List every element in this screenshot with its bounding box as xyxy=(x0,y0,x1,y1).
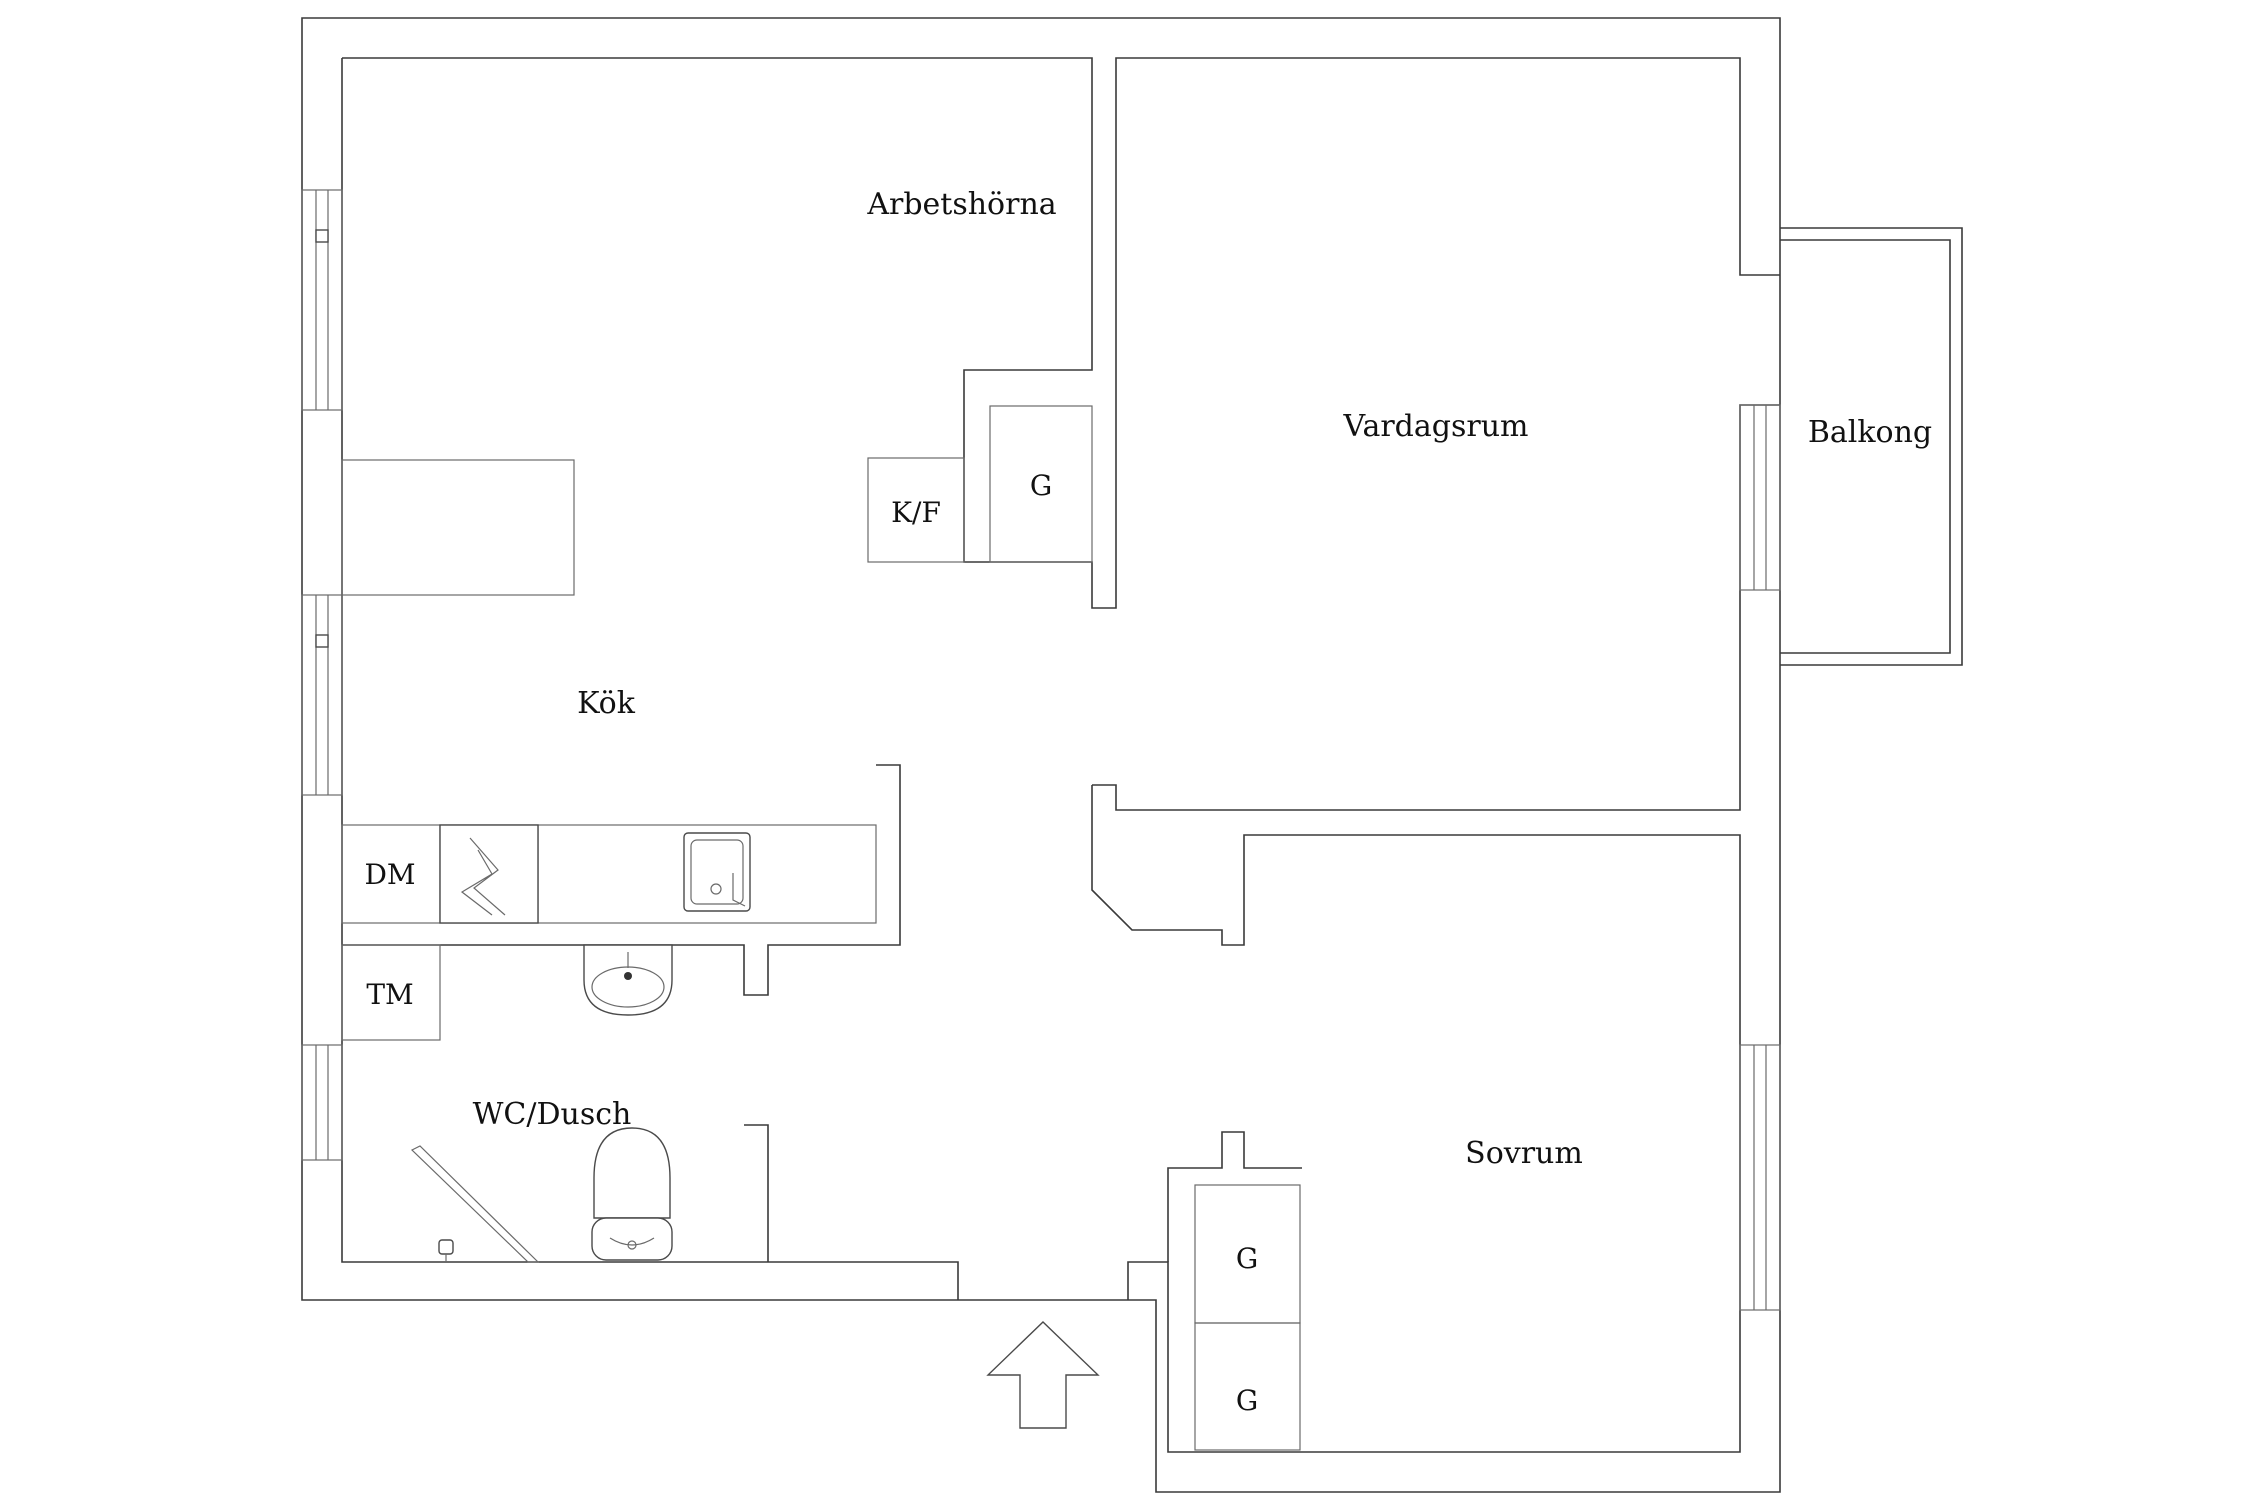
washing-machine-box xyxy=(341,944,441,1041)
desk-block xyxy=(341,459,575,596)
fixture-label-g-bed-upper: G xyxy=(1236,1242,1258,1275)
stove-icon xyxy=(439,824,539,924)
room-label-sovrum: Sovrum xyxy=(1465,1136,1583,1171)
kitchen-counter xyxy=(341,824,877,924)
interior-walls xyxy=(342,764,1302,1262)
room-label-arbetshorna: Arbetshörna xyxy=(866,187,1056,222)
kitchen-cabinets xyxy=(867,405,1093,563)
shower-drain-icon xyxy=(410,1145,540,1263)
fixture-label-tm: TM xyxy=(366,978,413,1011)
outer-walls xyxy=(301,17,1781,1493)
windows-right xyxy=(1739,404,1781,1311)
fixture-label-g-bed-lower: G xyxy=(1236,1384,1258,1417)
windows-left xyxy=(301,189,343,1161)
entrance-arrow-icon xyxy=(986,1321,1100,1429)
room-label-wc-dusch: WC/Dusch xyxy=(473,1097,632,1132)
fixture-label-g-kitchen: G xyxy=(1030,469,1052,502)
kitchen-sink-icon xyxy=(683,832,751,912)
bedroom-wardrobes xyxy=(1194,1184,1301,1451)
room-label-balkong: Balkong xyxy=(1808,415,1932,450)
washbasin-icon xyxy=(583,944,673,1016)
room-label-kok: Kök xyxy=(577,686,636,721)
toilet-icon xyxy=(591,1127,673,1261)
balcony-outline xyxy=(1780,227,1963,666)
room-label-vardagsrum: Vardagsrum xyxy=(1343,409,1529,444)
fixture-label-kf: K/F xyxy=(891,496,941,529)
fixture-label-dm: DM xyxy=(364,858,415,891)
